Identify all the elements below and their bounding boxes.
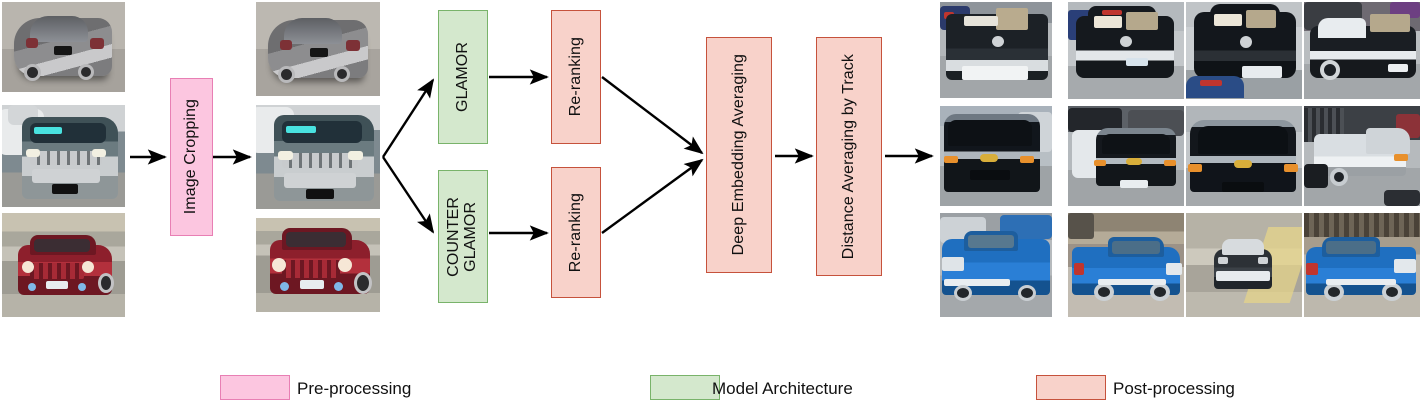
node-distance-averaging-by-track[interactable]: Distance Averaging by Track xyxy=(816,37,882,276)
node-label: Re-ranking xyxy=(566,37,584,117)
node-re-ranking-top[interactable]: Re-ranking xyxy=(551,10,601,144)
node-deep-embedding-averaging[interactable]: Deep Embedding Averaging xyxy=(706,37,772,273)
legend-label-post: Post-processing xyxy=(1113,379,1235,398)
arrow-rerank-top-to-dea xyxy=(601,76,704,155)
list-item xyxy=(1068,106,1184,206)
node-label: Image Cropping xyxy=(182,99,200,215)
list-item xyxy=(2,2,125,92)
node-label: Deep Embedding Averaging xyxy=(729,54,747,256)
list-item xyxy=(256,105,380,209)
arrow-split-to-counter xyxy=(382,156,435,234)
list-item xyxy=(2,105,125,207)
node-counter-glamor[interactable]: COUNTER GLAMOR xyxy=(438,170,488,303)
node-label: GLAMOR xyxy=(453,42,471,112)
list-item xyxy=(1068,213,1184,317)
list-item xyxy=(1186,213,1302,317)
list-item xyxy=(256,2,380,96)
node-image-cropping[interactable]: Image Cropping xyxy=(170,78,213,236)
list-item xyxy=(1186,106,1302,206)
arrow-split-to-glamor xyxy=(381,78,435,158)
list-item xyxy=(940,2,1052,98)
list-item xyxy=(940,106,1052,206)
node-re-ranking-bottom[interactable]: Re-ranking xyxy=(551,167,601,298)
list-item xyxy=(1304,106,1420,206)
arrow-rerank-bottom-to-dea xyxy=(601,158,704,234)
list-item xyxy=(1068,2,1184,99)
legend-swatch-pre xyxy=(220,375,290,400)
node-label: Re-ranking xyxy=(566,192,584,273)
legend-swatch-post xyxy=(1036,375,1106,400)
node-glamor[interactable]: GLAMOR xyxy=(438,10,488,144)
list-item xyxy=(1304,2,1420,99)
legend-label-pre: Pre-processing xyxy=(297,379,412,398)
list-item xyxy=(256,218,380,312)
list-item xyxy=(1186,2,1302,99)
legend-swatch-model xyxy=(650,375,720,400)
list-item xyxy=(2,213,125,317)
list-item xyxy=(940,213,1052,317)
list-item xyxy=(1304,213,1420,317)
node-label: COUNTER GLAMOR xyxy=(445,196,479,277)
node-label: Distance Averaging by Track xyxy=(839,53,857,260)
legend-label-model: Model Architecture xyxy=(712,379,853,398)
